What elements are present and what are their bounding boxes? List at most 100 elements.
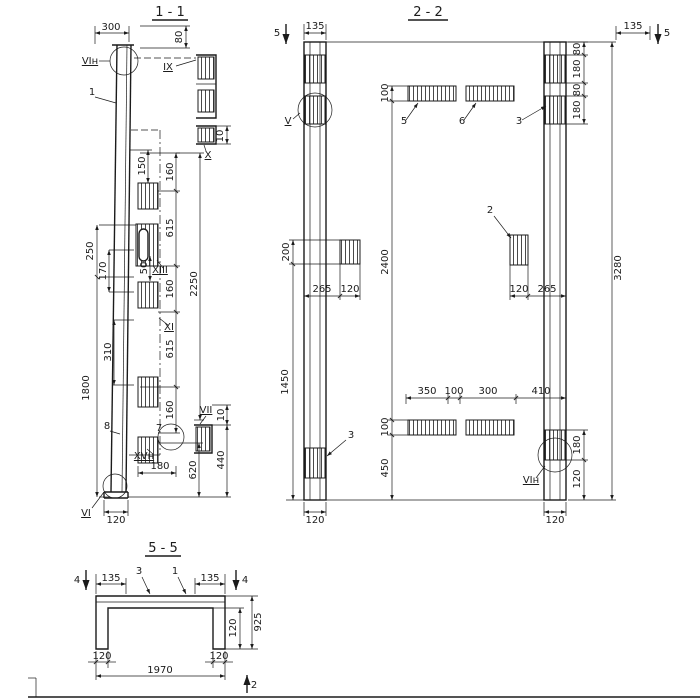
dim-label-265-left: 265: [312, 284, 331, 295]
dim-label-100-mid: 100: [380, 417, 391, 436]
dim-label-300: 300: [101, 22, 120, 33]
embed-plates-2-2: [304, 54, 566, 479]
dim-label-180-rb: 180: [572, 435, 583, 454]
ref-label-ix: IX: [163, 62, 173, 73]
leader-lines-1-1: [91, 59, 207, 509]
dim-label-620: 620: [188, 460, 199, 479]
dim-label-170: 170: [98, 261, 109, 280]
dim-label-615-b: 615: [165, 339, 176, 358]
dim-label-1970: 1970: [147, 665, 172, 676]
dim-label-160-c: 160: [165, 400, 176, 419]
detail-circle-v: [297, 92, 333, 128]
dim-label-10-x: 10: [215, 130, 226, 143]
section-cut-markers-4: [82, 570, 240, 590]
dim-label-120-br: 120: [545, 515, 564, 526]
part-label-1: 1: [89, 87, 95, 98]
dim-label-450: 450: [380, 458, 391, 477]
dim-label-300-h: 300: [478, 386, 497, 397]
leader-lines-5-5: [141, 576, 187, 595]
dim-label-440: 440: [216, 450, 227, 469]
dim-label-350: 350: [417, 386, 436, 397]
detail-circle-vin: [537, 437, 573, 473]
dim-label-180-rt-b: 180: [572, 100, 583, 119]
dimension-lines-5-5: [88, 574, 258, 680]
dim-label-3280: 3280: [613, 255, 624, 280]
detail-circle-vin-top: [109, 46, 139, 76]
part-label-6: 6: [459, 116, 465, 127]
detail-circle-vi-bottom: [102, 473, 128, 499]
dimension-lines-2-2: [286, 24, 651, 516]
bracket-vii: [194, 424, 213, 454]
flange-line-and-embed-plates: [129, 129, 161, 464]
dim-label-80-top: 80: [174, 31, 185, 44]
dim-label-50: 50: [139, 262, 150, 275]
dim-label-135-tr: 135: [623, 21, 642, 32]
dim-label-2400: 2400: [380, 249, 391, 274]
part-label-5: 5: [401, 116, 407, 127]
dim-label-100-h: 100: [444, 386, 463, 397]
section-title-2-2: 2 - 2: [413, 5, 443, 20]
dim-label-310: 310: [103, 342, 114, 361]
dim-label-160-a: 160: [165, 162, 176, 181]
part-label-8: 8: [104, 421, 110, 432]
dim-label-410: 410: [531, 386, 550, 397]
cut-label-2: 2: [251, 680, 257, 691]
dim-label-120-bl: 120: [92, 651, 111, 662]
dim-label-1800: 1800: [81, 375, 92, 400]
part-label-3-top: 3: [516, 116, 522, 127]
ref-label-vii: VII: [200, 405, 213, 416]
ref-label-xi: XI: [164, 322, 174, 333]
dim-label-120-rb: 120: [572, 469, 583, 488]
section-1-1-view: 1 - 1: [81, 5, 231, 526]
section-title-5-5: 5 - 5: [148, 541, 178, 556]
bracket-ix: [134, 54, 217, 119]
dim-label-120-bottom: 120: [106, 515, 125, 526]
dim-label-120-right: 120: [509, 284, 528, 295]
dim-label-120-br: 120: [209, 651, 228, 662]
cut-label-4-left: 4: [74, 575, 80, 586]
dim-label-135-left: 135: [101, 573, 120, 584]
dim-label-160-b: 160: [165, 279, 176, 298]
ref-label-vin-top: VIн: [82, 56, 98, 67]
ref-label-x: X: [205, 150, 212, 161]
ref-label-vi: VI: [81, 508, 91, 519]
cut-label-5-right: 5: [664, 28, 670, 39]
ref-label-xiii: XIII: [152, 265, 168, 276]
dim-label-250: 250: [85, 241, 96, 260]
dim-label-2250: 2250: [189, 271, 200, 296]
cut-label-5-left: 5: [274, 28, 280, 39]
dim-label-615-a: 615: [165, 218, 176, 237]
part-label-3: 3: [136, 566, 142, 577]
bracket-x: [196, 125, 217, 145]
dim-label-180: 180: [150, 461, 169, 472]
dim-label-925: 925: [253, 612, 264, 631]
section-title-1-1: 1 - 1: [155, 5, 185, 20]
channel-outline: [95, 595, 226, 650]
dim-label-150: 150: [137, 156, 148, 175]
dim-label-80-rt-a: 80: [572, 43, 583, 56]
part-label-1: 1: [172, 566, 178, 577]
dimension-lines-1-1: [94, 25, 231, 516]
dim-label-1450: 1450: [280, 369, 291, 394]
dim-label-10-vii: 10: [216, 409, 227, 422]
section-cut-markers-5: [282, 24, 662, 44]
section-5-5-view: 5 - 5: [74, 541, 264, 693]
part-label-3-bottom: 3: [348, 430, 354, 441]
section-2-2-view: 2 - 2: [274, 5, 670, 526]
dim-label-180-rt-a: 180: [572, 59, 583, 78]
dim-label-265-right: 265: [537, 284, 556, 295]
ref-label-xvn: XVн: [134, 451, 154, 462]
part-label-7: 7: [156, 423, 162, 434]
leader-lines-2-2: [292, 102, 547, 479]
part-label-2: 2: [487, 205, 493, 216]
dim-label-200: 200: [281, 242, 292, 261]
column-member-outline: [103, 44, 134, 499]
dim-label-135-tl: 135: [305, 21, 324, 32]
dim-label-120-leg: 120: [228, 618, 239, 637]
cut-label-4-right: 4: [242, 575, 248, 586]
dim-label-100-top: 100: [380, 83, 391, 102]
dim-label-120-bl: 120: [305, 515, 324, 526]
dim-label-120-left: 120: [340, 284, 359, 295]
